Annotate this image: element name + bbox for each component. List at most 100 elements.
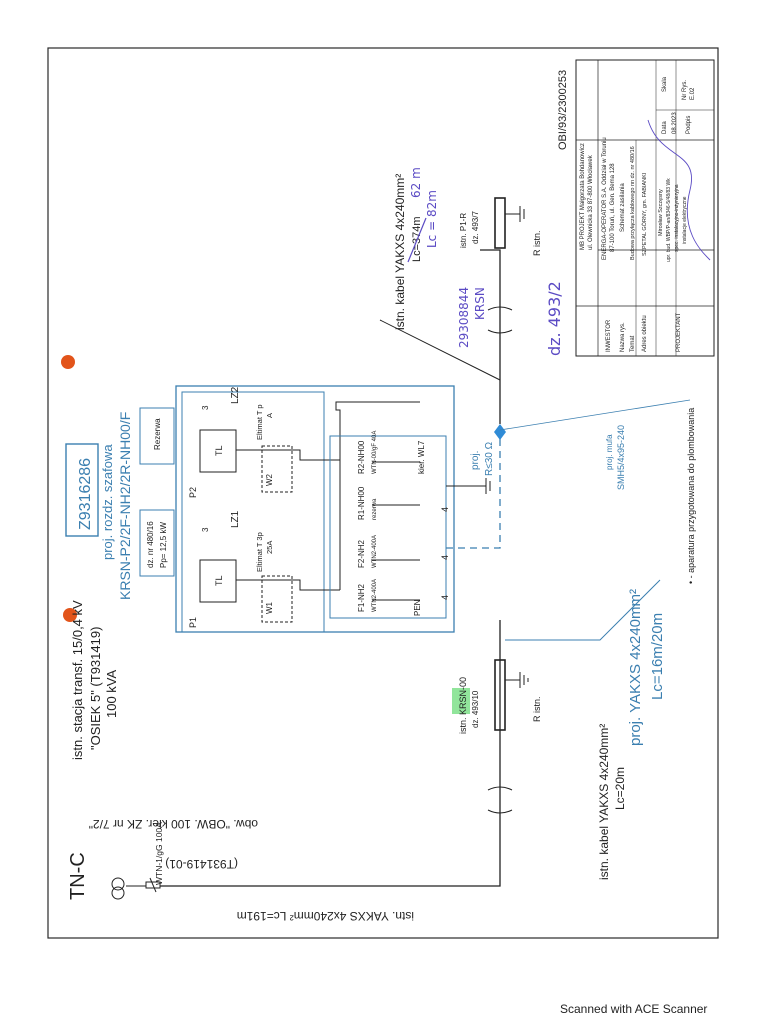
eltimat2: Eltimat T p <box>255 404 264 440</box>
proj-r-label: proj. <box>470 451 481 470</box>
cabinet-id-box <box>65 443 99 537</box>
pen-label: PEN <box>413 599 422 616</box>
cabinet-line2: KRSN-P2/2F-NH2/2R-NH00/F <box>117 412 133 600</box>
num4-b: 4 <box>440 555 450 560</box>
plot-label: dz. nr 480/16 <box>146 521 155 568</box>
tb-name: Schemat zasilania <box>620 183 626 232</box>
signature-scribble <box>647 119 711 261</box>
station-line1: istn. stacja transf. 15/0,4 kV <box>70 600 85 760</box>
hand-krsn: KRSN <box>473 287 487 320</box>
tb-address: ul. Olewnicka 33 87-800 Włocławek <box>588 154 594 250</box>
cabinet-id: Z9316286 <box>77 458 94 530</box>
tb-company: MB PROJEKT Małgorzata Bohdanowicz <box>580 143 586 250</box>
pole-right-line2: dz. 493/7 <box>471 211 480 244</box>
wl7-label: kier. WL7 <box>417 440 426 474</box>
fuse-section <box>329 435 447 619</box>
f2-sub: WTN2-400A <box>372 535 378 568</box>
r1-label: R1-NH00 <box>357 486 366 520</box>
station-line2: "OSIEK 5" (T931419) <box>88 627 103 750</box>
cable-left-line1: istn. kabel YAKXS 4x240mm² <box>597 724 611 880</box>
reserve-label: Rezerwa <box>153 418 162 450</box>
r2-sub: WTN-00/gF 40A <box>372 431 378 474</box>
num4-a: 4 <box>440 595 450 600</box>
cable-right-hand1: 62 m <box>409 167 423 198</box>
drawing-number: OBI/93/2300253 <box>557 70 569 150</box>
num3-a: 3 <box>201 527 210 532</box>
eltimat1: Eltimat T 3p <box>255 532 264 572</box>
hand-num: 29308844 <box>457 287 471 348</box>
sheet-border <box>47 47 719 939</box>
punch-hole-top <box>61 355 75 369</box>
tb-topic: Budowa przyłącza kablowego nn dz. nr 480… <box>630 146 636 260</box>
pole-right-bar <box>494 197 506 249</box>
ground-icon-cabinet <box>446 478 491 494</box>
hand-dz: dz. 493/2 <box>545 281 564 356</box>
num3-b: 3 <box>201 405 210 410</box>
w2-label: W2 <box>265 473 274 486</box>
mufa-line2: SMH5/4x95-240 <box>616 425 626 490</box>
right-cable-line <box>480 249 501 424</box>
tb-designer2: upr. bud. WBP/P-an/8346-5/48/83 Wk <box>666 178 672 262</box>
main-cable-line <box>160 620 501 887</box>
r2-label: R2-NH00 <box>357 440 366 474</box>
tb-sheet: E.02 <box>690 87 696 100</box>
tb-investor: ENERGA-OPERATOR S.A. Oddział w Toruniu <box>602 137 608 260</box>
wire-p2 <box>236 449 340 461</box>
tb-scale-label: Skala <box>662 76 668 92</box>
r-istn-left: R istn. <box>532 696 542 722</box>
krsn-existing-line2: dz. 493/10 <box>471 690 480 728</box>
cable-right-hand2: Lc = 82m <box>425 190 439 248</box>
ground-icon-left <box>505 672 529 688</box>
tb-sheet-label: Nr Rys. <box>682 80 688 100</box>
krsn-existing-bar <box>494 659 506 731</box>
tb-addr-label: Adres obiektu <box>642 315 648 352</box>
w1-label: W1 <box>265 601 274 614</box>
mufa-leader <box>499 399 691 431</box>
scanner-footer: Scanned with ACE Scanner <box>560 1002 708 1016</box>
note-text: • - aparatura przygotowana do plombowani… <box>686 408 696 584</box>
tb-investor2: 87-100 Toruń, ul. Gen. Bema 128 <box>610 163 616 252</box>
transformer-icon <box>111 877 125 900</box>
cabinet-outline <box>175 385 455 633</box>
power-label: Pp= 12,5 kW <box>159 522 168 568</box>
breaker-w2 <box>261 445 293 493</box>
fuse-wtn-label: WTN-1/gG 100A <box>154 822 164 885</box>
f2-label: F2-NH2 <box>357 539 366 568</box>
krsn-existing-line1: istn. KRSN-00 <box>458 677 468 734</box>
mufa-diamond-icon <box>494 424 506 440</box>
title-block <box>575 59 715 357</box>
tb-sign-label: Podpis <box>686 116 692 134</box>
wire-feed <box>335 401 420 590</box>
strikethrough-line <box>407 217 427 263</box>
wire-p1 <box>236 579 340 591</box>
tb-designer3: spec. instalacyjno-inżynieryjna <box>674 184 680 252</box>
cable-right-line1: istn. kabel YAKXS 4x240mm² <box>393 174 407 330</box>
eltimat2-a: A <box>265 413 274 418</box>
plot-power-box <box>139 509 175 577</box>
tb-date: 08.2023 <box>672 112 678 134</box>
proj-cable-line1: proj. YAKXS 4x240mm² <box>627 589 644 746</box>
reserve-box <box>139 407 175 465</box>
meter-tl-1 <box>199 559 237 603</box>
breaker-w1 <box>261 575 293 623</box>
meter-tl-2 <box>199 429 237 473</box>
tb-designer-label: PROJEKTANT <box>676 312 682 352</box>
tb-addr: SZPETAL GÓRNY, gm. FABIANKI <box>641 172 648 256</box>
mufa-line1: proj. mufa <box>605 434 614 470</box>
f1-sub: WTN2-400A <box>372 579 378 612</box>
tb-date-label: Data <box>662 121 668 134</box>
cabinet-line1: proj. rozdz. szafowa <box>100 444 115 560</box>
circuit-line2: (T931419-01) <box>165 857 238 871</box>
krsn-highlight <box>452 688 470 714</box>
station-line3: 100 kVA <box>104 669 119 718</box>
cable-sleeve-icon <box>487 786 513 814</box>
proj-r-value: R≤30 Ω <box>484 441 495 476</box>
cable-sleeve-icon-right <box>487 306 513 334</box>
fuse-icon <box>145 877 161 893</box>
circuit-line1: obw. "OBW. 100 kier. ZK nr 7/2" <box>89 817 258 831</box>
num4-c: 4 <box>440 507 450 512</box>
cable-left-line2: Lc=20m <box>613 767 627 810</box>
tl1-label: TL <box>214 575 224 586</box>
r1-sub: rezerwa <box>372 498 378 520</box>
